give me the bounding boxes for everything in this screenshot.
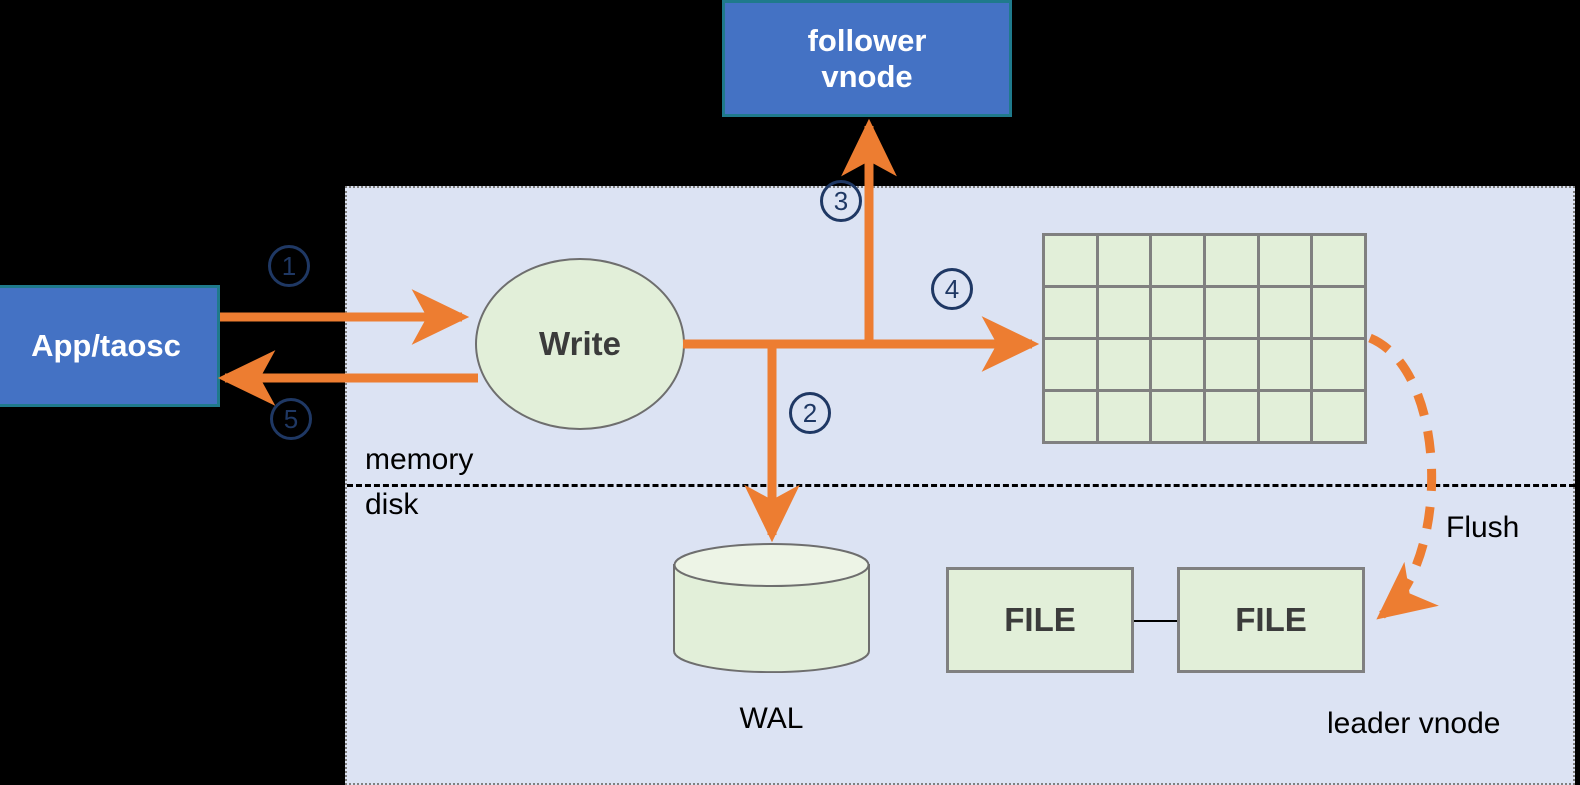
follower-vnode-box: follower vnode	[722, 0, 1012, 117]
grid-cell	[1152, 288, 1203, 337]
app-taosc-box: App/taosc	[0, 285, 220, 407]
grid-cell	[1259, 340, 1311, 389]
grid-cell	[1045, 392, 1096, 441]
grid-cell	[1152, 340, 1203, 389]
grid-cell	[1045, 340, 1096, 389]
memory-table-grid	[1042, 233, 1367, 444]
step-badge-4: 4	[931, 268, 973, 310]
grid-cell	[1206, 392, 1257, 441]
file-connector-line	[1134, 620, 1177, 622]
grid-cell	[1206, 340, 1257, 389]
file-box-2: FILE	[1177, 567, 1365, 673]
grid-cell	[1152, 392, 1203, 441]
write-node: Write	[475, 258, 685, 430]
wal-cylinder	[673, 543, 870, 673]
grid-cell	[1098, 392, 1150, 441]
memory-label: memory	[365, 443, 474, 476]
grid-cell	[1098, 236, 1150, 285]
wal-label: WAL	[739, 702, 804, 735]
grid-cell	[1045, 288, 1096, 337]
step-badge-3: 3	[820, 180, 862, 222]
grid-cell	[1313, 236, 1364, 285]
grid-cell	[1313, 340, 1364, 389]
grid-cell	[1206, 236, 1257, 285]
step-badge-1: 1	[268, 245, 310, 287]
grid-cell	[1206, 288, 1257, 337]
disk-label: disk	[365, 488, 419, 521]
leader-vnode-label: leader vnode	[1327, 707, 1501, 740]
grid-cell	[1313, 392, 1364, 441]
grid-cell	[1098, 340, 1150, 389]
step-badge-2: 2	[789, 392, 831, 434]
follower-vnode-line1: follower	[807, 22, 927, 58]
step-badge-5: 5	[270, 398, 312, 440]
grid-cell	[1313, 288, 1364, 337]
file-box-1: FILE	[946, 567, 1134, 673]
grid-cell	[1259, 236, 1311, 285]
grid-cell	[1152, 236, 1203, 285]
grid-cell	[1098, 288, 1150, 337]
grid-cell	[1045, 236, 1096, 285]
grid-cell	[1259, 392, 1311, 441]
grid-cell	[1259, 288, 1311, 337]
memory-disk-divider	[347, 484, 1575, 487]
flush-label: Flush	[1446, 511, 1520, 544]
follower-vnode-line2: vnode	[821, 58, 913, 94]
